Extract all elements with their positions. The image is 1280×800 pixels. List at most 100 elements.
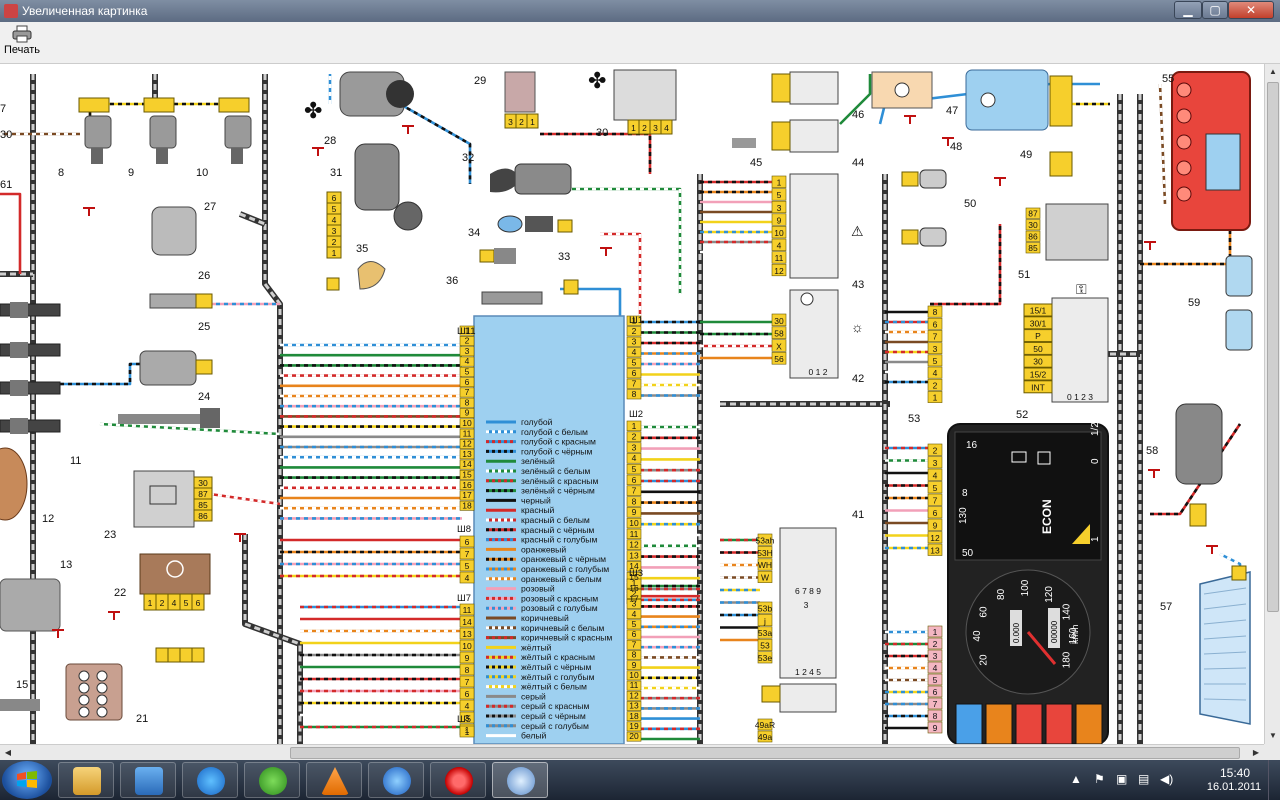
close-button[interactable]: ✕ xyxy=(1228,1,1274,19)
taskbar-explorer[interactable] xyxy=(58,762,114,798)
taskbar-vlc[interactable] xyxy=(306,762,362,798)
ign52-pin-label: 15/2 xyxy=(1030,370,1047,380)
wiper-motor-31 xyxy=(354,143,400,211)
blk42-bottom: 0 1 2 xyxy=(809,367,828,377)
cluster-bot-pin-label: 1 xyxy=(933,627,938,637)
cluster-top-pin xyxy=(927,543,943,556)
cluster-top-pin-label: 2 xyxy=(933,446,938,456)
taskbar-utorrent[interactable] xyxy=(244,762,300,798)
battery-icon xyxy=(1011,451,1027,463)
sh1-pin xyxy=(626,326,642,337)
cluster-bot-pin xyxy=(927,661,943,674)
sh7-pin xyxy=(459,699,475,712)
speed-label: 100 xyxy=(1020,579,1031,596)
taskbar-app-blue[interactable] xyxy=(368,762,424,798)
volume-icon[interactable]: ◀) xyxy=(1160,772,1174,786)
sh2-pin-label: 1 xyxy=(632,421,637,431)
blk42-pin xyxy=(771,352,787,365)
sh8-pin xyxy=(459,547,475,560)
show-hidden-icons-icon[interactable]: ▲ xyxy=(1070,772,1082,786)
taskbar-image-viewer[interactable] xyxy=(492,762,548,798)
sh2-pin-label: 7 xyxy=(632,486,637,496)
legend-entry: голубой с чёрным xyxy=(521,446,592,456)
injector-15 xyxy=(0,699,40,711)
blk41-top-pin-label: W xyxy=(761,573,769,583)
taskbar-media-player[interactable] xyxy=(120,762,176,798)
print-button[interactable]: Печать xyxy=(2,25,42,61)
scroll-right-icon[interactable]: ▶ xyxy=(1252,748,1260,757)
sensor-24 xyxy=(118,414,208,424)
sh3-pin xyxy=(626,721,642,732)
sh2-pin xyxy=(626,517,642,529)
ign52-pin-label: 15/1 xyxy=(1030,306,1047,316)
show-desktop-button[interactable] xyxy=(1268,760,1280,800)
left52-pin xyxy=(927,317,943,330)
rear-glass-57-line xyxy=(1203,651,1247,655)
minimize-button[interactable]: ▁ xyxy=(1174,1,1202,19)
relay-48-connector xyxy=(1049,75,1073,127)
taskbar-internet-explorer[interactable] xyxy=(182,762,238,798)
sh3-pin-label: 12 xyxy=(629,690,639,700)
switch-22 xyxy=(139,553,211,595)
switch-22-lower-pin xyxy=(155,647,169,663)
sh11-pin-label: 15 xyxy=(462,470,472,480)
component-number-48: 48 xyxy=(950,141,962,153)
start-button[interactable] xyxy=(2,761,52,799)
component-number-45: 45 xyxy=(750,157,762,169)
connector-header: Ш3 xyxy=(629,568,643,579)
clock-date[interactable]: 16.01.2011 xyxy=(1206,781,1262,793)
cluster-fuel-label: 1 xyxy=(1090,536,1101,542)
window-titlebar[interactable]: Увеличенная картинка ▁ ▢ ✕ xyxy=(0,0,1280,22)
device-icon[interactable]: ▣ xyxy=(1116,772,1128,786)
relay-23-pin-label: 85 xyxy=(198,500,208,510)
wire-29 xyxy=(399,102,472,184)
legend-entry: красный с белым xyxy=(521,515,590,525)
block-21-pin xyxy=(78,694,90,706)
cluster-top-pin xyxy=(927,518,943,531)
sh7-pin xyxy=(459,615,475,628)
component-number-30: 30 xyxy=(596,127,608,139)
sh3-pin xyxy=(626,650,642,660)
scroll-left-icon[interactable]: ◀ xyxy=(4,748,12,757)
sh3-pin xyxy=(626,629,642,640)
clock-time[interactable]: 15:40 xyxy=(1219,766,1251,780)
sh3-pin-label: 10 xyxy=(629,670,639,680)
component-number-51: 51 xyxy=(1018,269,1030,281)
component-number-27: 27 xyxy=(204,201,216,213)
wire-30 xyxy=(540,132,652,174)
sensor-36 xyxy=(481,291,543,305)
maximize-button[interactable]: ▢ xyxy=(1202,1,1228,19)
wiper-31-pin-label: 4 xyxy=(332,215,337,225)
wire-58 xyxy=(1150,423,1242,516)
blk42-pin-label: X xyxy=(776,341,782,351)
left52-pin xyxy=(927,305,943,318)
switch-22-pin-label: 2 xyxy=(160,598,165,608)
sh7-pin-label: 10 xyxy=(462,641,472,651)
vertical-scrollbar[interactable]: ▲ ▼ xyxy=(1264,64,1280,744)
left52-pin-label: 2 xyxy=(933,380,938,390)
switch-22-pin xyxy=(191,593,205,611)
network-icon[interactable]: ▤ xyxy=(1138,772,1150,786)
relay-46 xyxy=(789,71,839,105)
vertical-scroll-thumb[interactable] xyxy=(1267,82,1279,612)
fan-icon: ✤ xyxy=(304,98,322,123)
legend-entry: красный с чёрным xyxy=(521,525,594,535)
sh3-pin-label: 5 xyxy=(632,619,637,629)
flag-icon[interactable]: ⚑ xyxy=(1094,772,1105,786)
sh1-pin-label: 8 xyxy=(632,389,637,399)
speed-label: 160 xyxy=(1068,627,1079,644)
horizontal-scroll-thumb[interactable] xyxy=(290,747,1240,759)
lightning-icon xyxy=(383,767,411,795)
spark-plug xyxy=(0,419,61,433)
image-viewer-icon xyxy=(507,767,535,795)
sh3-pin-label: 7 xyxy=(632,639,637,649)
scroll-down-icon[interactable]: ▼ xyxy=(1269,731,1277,740)
sh2-pin-label: 3 xyxy=(632,442,637,452)
taskbar-opera[interactable] xyxy=(430,762,486,798)
wiring-diagram: 1234567891011121314151617181234567812345… xyxy=(0,68,1253,744)
rear-lamp-55-bulb xyxy=(1176,82,1192,98)
horizontal-scrollbar[interactable]: ◀ ▶ xyxy=(0,744,1264,760)
sh11-pin-label: 4 xyxy=(465,356,470,366)
scroll-up-icon[interactable]: ▲ xyxy=(1269,67,1277,76)
